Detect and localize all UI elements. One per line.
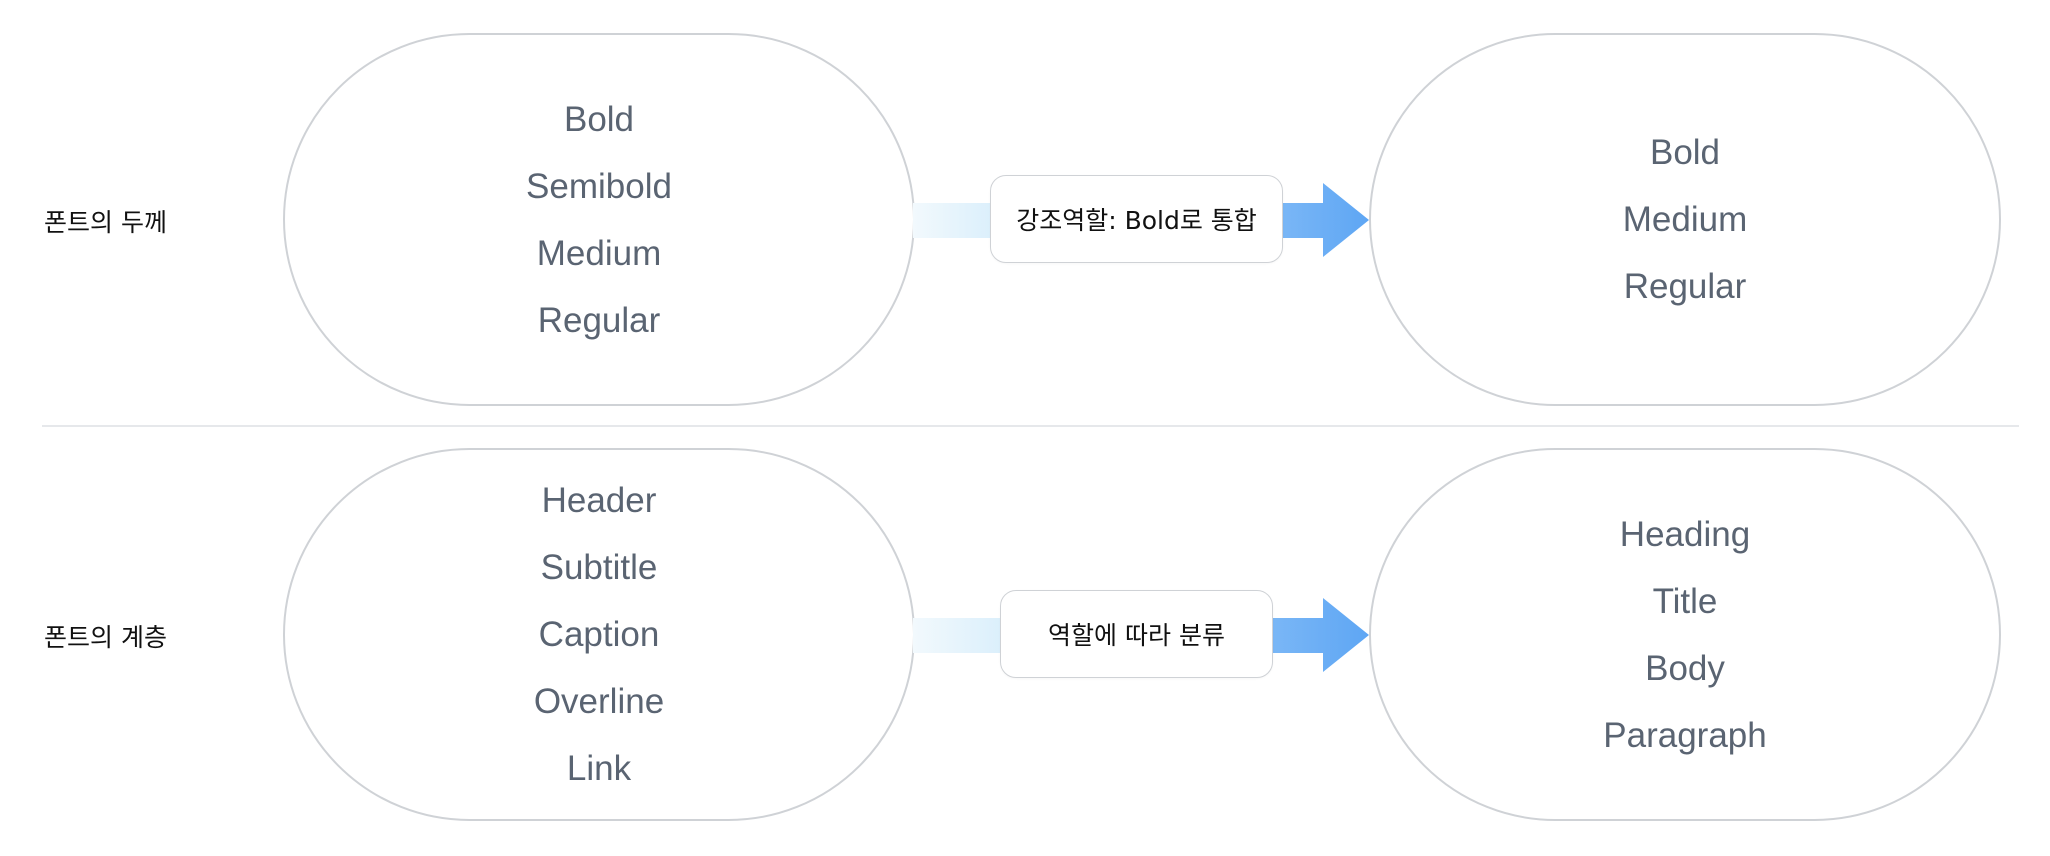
before-hierarchy-item: Link: [566, 749, 632, 788]
before-hierarchy-item: Caption: [538, 615, 660, 654]
after-weight-item: Bold: [1649, 133, 1721, 172]
right-arrow-icon: [913, 183, 1369, 257]
after-hierarchy-item: Heading: [1619, 514, 1751, 554]
font-hierarchy-row: 폰트의 계층 Header Subtitle Caption Overline …: [0, 448, 2050, 823]
row-label-font-weight: 폰트의 두께: [44, 207, 167, 237]
after-weight-item: Medium: [1622, 200, 1748, 239]
after-hierarchy-item: Body: [1645, 648, 1725, 688]
before-hierarchy-group: Header Subtitle Caption Overline Link: [283, 448, 915, 821]
before-weight-item: Medium: [536, 233, 662, 273]
after-weight-item: Regular: [1623, 267, 1747, 306]
weight-transform-connector: 강조역할: Bold로 통합: [913, 33, 1371, 408]
after-hierarchy-item: Paragraph: [1603, 715, 1767, 755]
transform-label-role-classify: 역할에 따라 분류: [1000, 590, 1273, 678]
after-hierarchy-group: Heading Title Body Paragraph: [1369, 448, 2001, 821]
before-hierarchy-item: Overline: [533, 682, 665, 721]
before-weight-item: Regular: [537, 300, 661, 340]
after-hierarchy-item: Title: [1652, 581, 1718, 621]
transform-label-bold-merge: 강조역할: Bold로 통합: [990, 175, 1283, 263]
row-divider: [42, 425, 2019, 427]
hierarchy-transform-connector: 역할에 따라 분류: [913, 448, 1371, 823]
before-weight-item: Semibold: [526, 166, 672, 206]
before-weight-item: Bold: [563, 99, 635, 139]
row-label-font-hierarchy: 폰트의 계층: [44, 622, 167, 652]
before-hierarchy-item: Subtitle: [540, 548, 658, 587]
font-weight-row: 폰트의 두께 Bold Semibold Medium Regular: [0, 33, 2050, 408]
right-arrow-icon: [913, 598, 1369, 672]
after-weights-group: Bold Medium Regular: [1369, 33, 2001, 406]
before-hierarchy-item: Header: [541, 481, 657, 520]
before-weights-group: Bold Semibold Medium Regular: [283, 33, 915, 406]
